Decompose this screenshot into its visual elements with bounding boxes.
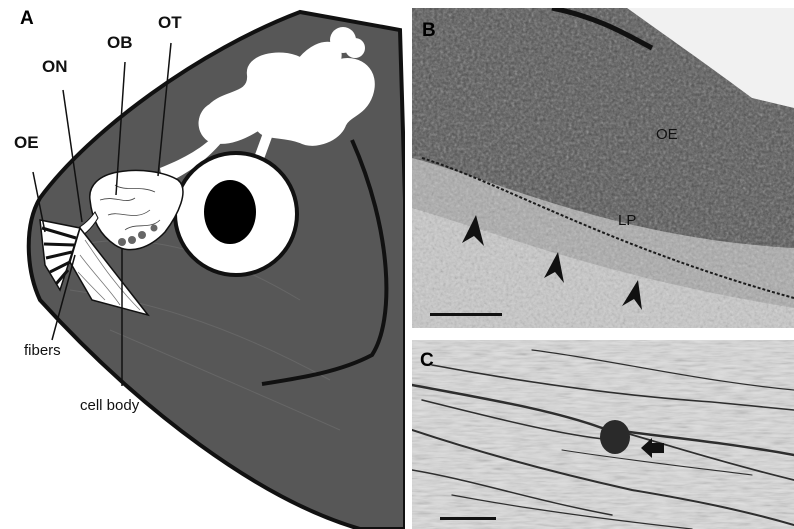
neuron-cell-body xyxy=(600,420,630,454)
epithelium-micrograph xyxy=(412,8,794,328)
panel-b-micrograph: B OE LP xyxy=(412,8,794,328)
label-cell-body: cell body xyxy=(80,397,139,414)
panel-a-schematic: A OE ON OB OT fibers cell body xyxy=(0,0,405,529)
label-on: ON xyxy=(42,57,68,77)
nerve-fiber-micrograph xyxy=(412,340,794,529)
label-ob: OB xyxy=(107,33,133,53)
panel-b-letter: B xyxy=(422,20,436,42)
scale-bar-c xyxy=(440,517,496,520)
label-oe-micrograph: OE xyxy=(656,126,678,143)
fish-head-diagram xyxy=(0,0,405,529)
label-oe: OE xyxy=(14,133,39,153)
eye xyxy=(175,153,297,275)
panel-a-letter: A xyxy=(20,8,34,30)
label-fibers: fibers xyxy=(24,342,61,359)
panel-c-letter: C xyxy=(420,350,434,372)
panel-c-micrograph: C xyxy=(412,340,794,529)
label-ot: OT xyxy=(158,13,182,33)
scale-bar xyxy=(430,313,502,316)
label-lp: LP xyxy=(618,212,636,229)
